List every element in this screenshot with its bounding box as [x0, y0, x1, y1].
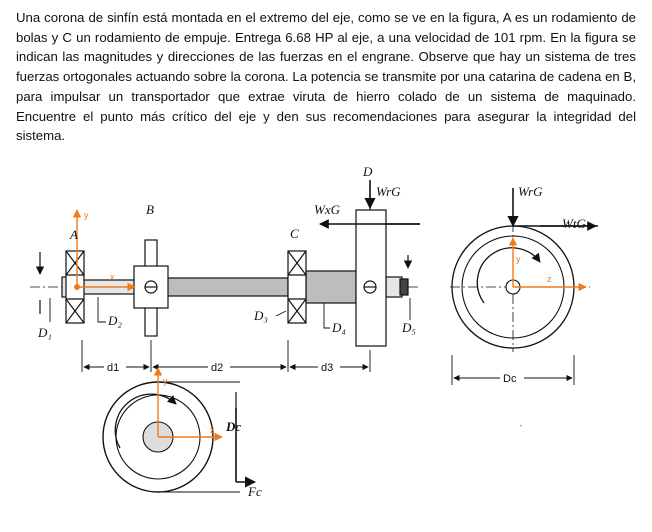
label-d4: D₄: [331, 320, 346, 335]
dim-d3: d3: [321, 362, 333, 374]
label-c: C: [290, 226, 299, 241]
label-d1: D₁: [37, 325, 52, 340]
dim-d1: d1: [107, 362, 119, 374]
label-wrg-side: WrG: [376, 184, 401, 199]
label-wrg-end: WrG: [518, 184, 543, 199]
shaft-assembly: [30, 196, 420, 347]
bearing-c: [287, 250, 307, 324]
axis-label-sprocket-y: y: [163, 376, 168, 386]
label-dc-sprocket: Dc: [225, 419, 241, 434]
label-d5: D₅: [401, 320, 416, 335]
axis-label-shaft-y: y: [84, 210, 89, 220]
label-a: A: [69, 227, 78, 242]
axis-label-shaft-x: x: [110, 272, 115, 282]
axis-label-end-y: y: [516, 254, 521, 264]
worm-gear-d: [355, 196, 387, 347]
label-dc-end: Dc: [503, 373, 517, 385]
label-d2: D₂: [107, 313, 122, 328]
shaft-section-d4: [305, 270, 357, 304]
label-fc: Fc: [247, 484, 262, 499]
axis-label-end-z: z: [547, 274, 552, 284]
axis-label-sprocket-z: z: [210, 425, 215, 435]
dim-d2: d2: [211, 362, 223, 374]
problem-statement: Una corona de sinfín está montada en el …: [16, 10, 636, 144]
shaft-section-d3: [159, 277, 289, 297]
label-d: D: [362, 164, 373, 179]
label-d3: D₃: [253, 308, 268, 323]
sprocket-b: [133, 239, 169, 337]
label-b: B: [146, 202, 154, 217]
end-nut: [399, 278, 409, 296]
label-wtg: WtG: [562, 216, 586, 231]
label-wxg: WxG: [314, 202, 341, 217]
svg-text:•: •: [520, 424, 522, 430]
